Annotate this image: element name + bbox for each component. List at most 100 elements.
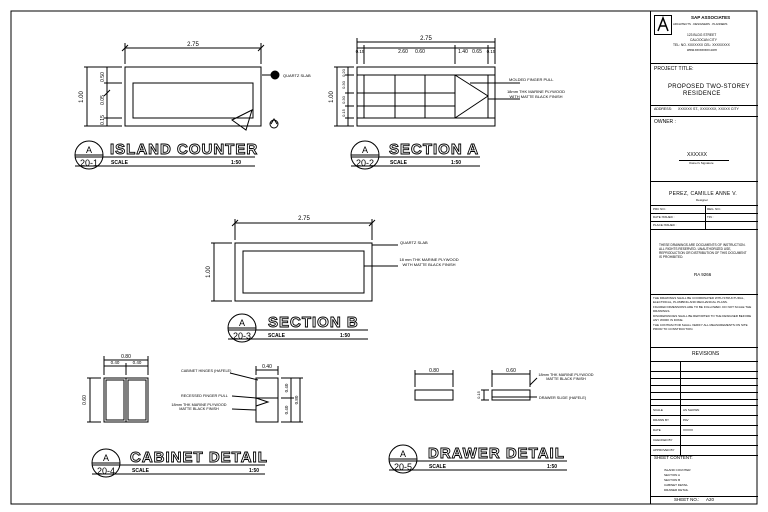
island-dim-part-3: 0.15: [100, 115, 106, 125]
drawing-label-20-2: A 20-2 SECTION A SCALE 1:50: [350, 140, 480, 170]
project-title-line-2: RESIDENCE: [683, 91, 721, 97]
designer-name: PEREZ, CAMILLE ANNE V.: [669, 191, 738, 197]
section-b-callout-1: QUARTZ SLAB: [400, 240, 428, 245]
scale-label: SCALE: [132, 468, 150, 474]
section-a-dim-width: 2.75: [420, 36, 432, 42]
section-a-callout-2: 18mm THK MARINE PLYWOOD WITH MATTE BLACK…: [506, 90, 566, 99]
sheet-content-item-2: SECTION A: [664, 473, 681, 477]
firm-address-2: CALOOCAN CITY: [690, 38, 717, 42]
owner-label: OWNER :: [654, 119, 676, 125]
scale-label: SCALE: [429, 464, 447, 470]
scale-value: 1:50: [231, 160, 241, 166]
sheet-no-value: A20: [706, 497, 715, 502]
section-a-dim-height: 1.00: [329, 91, 335, 103]
island-dim-height: 1.00: [79, 91, 85, 103]
general-note-2: FIGURED DIMENSIONS ARE TO BE FOLLOWED. D…: [653, 305, 752, 313]
island-dim-part-2: 0.05: [100, 95, 106, 105]
firm-address-4: www.xxxxxxxxx.com: [687, 48, 717, 52]
owner-name: XXXXXX: [687, 152, 708, 158]
designer-role: Designer: [696, 198, 709, 202]
marker-letter: A: [400, 449, 406, 459]
general-note-3: DISCREPANCIES SHALL BE REPORTED TO THE D…: [653, 314, 752, 322]
sheet-no-label: SHEET NO.:: [674, 497, 700, 502]
scale-value: 1:50: [249, 468, 259, 474]
scale-value: 1:50: [451, 160, 461, 166]
cabinet-callout-1: CABINET HINGES (HAFELE): [181, 369, 232, 373]
cabinet-dim-side-part-2: 0.40: [284, 405, 289, 414]
drawer-callout-1: 18mm THK MARINE PLYWOOD MATTE BLACK FINI…: [538, 373, 594, 382]
scale-row-value: AS SHOWN: [683, 408, 700, 412]
owner-signature-label: Owner's Signature: [689, 161, 714, 165]
section-b-drawing: [211, 219, 398, 302]
cabinet-detail-drawing: [87, 356, 303, 423]
firm-address-3: TEL: NO. XXXXXXX CEL: XXXXXXXX: [673, 43, 730, 47]
marker-letter: A: [86, 145, 92, 155]
marker-number: 20-2: [356, 158, 374, 168]
marker-number: 20-1: [80, 158, 98, 168]
cabinet-dim-side-width: 0.40: [262, 364, 272, 370]
cabinet-dim-half-1: 0.40: [111, 360, 120, 365]
drawing-title: ISLAND COUNTER: [110, 141, 258, 158]
drawing-title: CABINET DETAIL: [130, 449, 268, 466]
drawing-title: SECTION B: [268, 314, 359, 331]
drawer-callout-2: DRAWER SLIDE (HAFELE): [539, 396, 587, 400]
address-label: ADDRESS:: [654, 107, 672, 111]
cabinet-callout-2: RECESSED FINGER PULL: [181, 394, 228, 398]
section-a-dim-top-6: 0.15: [487, 49, 496, 54]
sheet-content-item-1: ISLAND COUNTER: [664, 468, 691, 472]
island-dim-width: 2.75: [187, 42, 199, 48]
drawer-dim-height: 0.15: [476, 390, 481, 399]
drawing-label-20-4: A 20-4 CABINET DETAIL SCALE 1:50: [91, 448, 268, 478]
section-a-dim-top-3: 0.60: [415, 49, 425, 55]
date-row-label: DATE: [653, 428, 661, 432]
island-callout: QUARTZ SLAB: [283, 73, 311, 78]
tin-label: TIN :: [707, 215, 714, 219]
cabinet-dim-height: 0.60: [82, 395, 88, 405]
instruction-note: THESE DRAWINGS ARE DOCUMENTS OF INSTRUCT…: [659, 243, 747, 259]
marker-number: 20-5: [394, 462, 412, 472]
scale-value: 1:50: [547, 464, 557, 470]
cabinet-dim-width: 0.80: [121, 354, 131, 360]
island-outline: [124, 66, 262, 127]
drawing-title: SECTION A: [389, 141, 479, 158]
reg-label: REG. NO.:: [707, 207, 722, 211]
drawing-label-20-5: A 20-5 DRAWER DETAIL SCALE 1:50: [388, 444, 567, 474]
sheet-content-item-4: CABINET DETAIL: [664, 483, 689, 487]
sheet-content-item-5: DRAWER DETAIL: [664, 488, 689, 492]
scale-row-label: SCALE: [653, 408, 663, 412]
general-note-1: THE DRAWINGS SHALL BE COORDINATED WITH S…: [653, 296, 745, 304]
drawer-detail-drawing: [414, 370, 538, 401]
section-a-drawing: [334, 38, 520, 127]
drawer-dim-front: 0.80: [429, 368, 439, 374]
section-b-dim-width: 2.75: [298, 216, 310, 222]
section-a-callout-1: MOLDED FINGER PULL: [509, 77, 554, 82]
ra-number: RA 9266: [694, 272, 712, 277]
approved-by-label: APPROVED BY: [653, 448, 675, 452]
scale-label: SCALE: [390, 160, 408, 166]
marker-letter: A: [103, 453, 109, 463]
drawing-title: DRAWER DETAIL: [428, 445, 565, 462]
drawing-label-20-1: A 20-1 ISLAND COUNTER SCALE 1:50: [74, 140, 258, 170]
date-row-value: XXXXX: [683, 428, 694, 432]
firm-address-1: 123 BLDG STREET: [687, 33, 717, 37]
sheet-content-item-3: SECTION B: [664, 478, 681, 482]
firm-name: SAP ASSOCIATES: [691, 15, 731, 20]
marker-number: 20-4: [97, 466, 115, 476]
drawer-dim-side: 0.60: [506, 368, 516, 374]
firm-logo-icon: [654, 15, 672, 35]
island-counter-drawing: [84, 43, 280, 131]
island-dim-part-1: 0.50: [100, 72, 106, 82]
project-title-line-1: PROPOSED TWO-STOREY: [668, 84, 750, 90]
cabinet-dim-side-part-1: 0.40: [284, 383, 289, 392]
section-a-dim-top-5: 0.65: [472, 49, 482, 55]
section-a-dim-top-1: 0.15: [356, 49, 365, 54]
sheet-content-label: SHEET CONTENT:: [654, 455, 693, 460]
island-inner: [132, 82, 254, 119]
island-corner-detail: [231, 109, 253, 131]
scale-label: SCALE: [268, 333, 286, 339]
drawn-by-label: DRAWN BY: [653, 418, 670, 422]
scale-value: 1:50: [340, 333, 350, 339]
section-b-callout-2: 18 mm THK MARINE PLYWOOD WITH MATTE BLAC…: [399, 258, 459, 267]
cabinet-dim-side-height: 0.80: [294, 395, 299, 404]
